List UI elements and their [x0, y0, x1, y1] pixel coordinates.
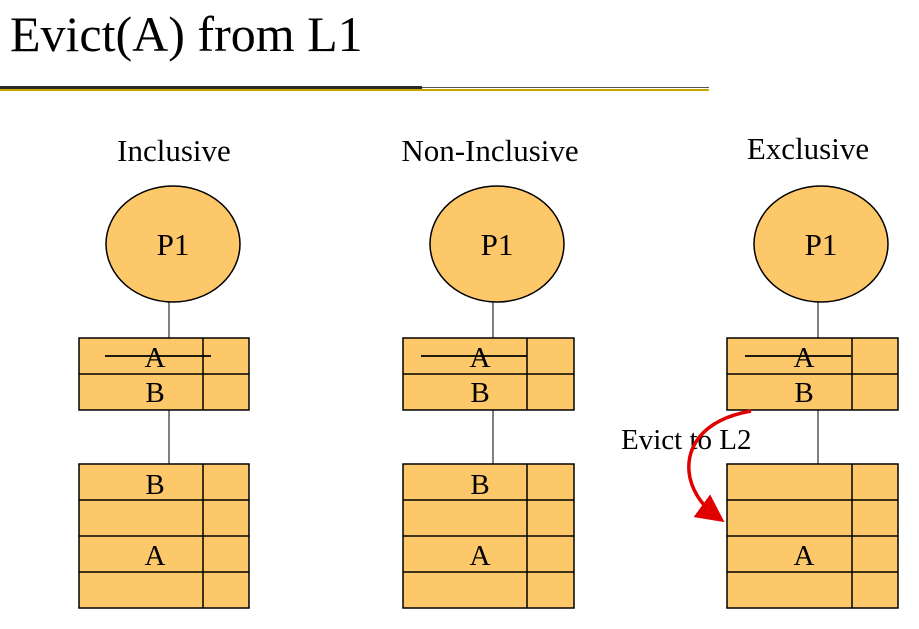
l2-row-1: B [470, 469, 489, 501]
l2-row-3: A [794, 540, 815, 572]
evict-annotation: Evict to L2 [621, 424, 751, 456]
processor-node [105, 185, 241, 303]
l1-row-2: B [145, 377, 164, 409]
l2-cache: B A [78, 463, 250, 609]
l1-row-1: A [470, 342, 491, 374]
title-divider-thin [422, 87, 709, 88]
processor-label: P1 [481, 227, 514, 262]
l1-cache: A B [78, 337, 250, 411]
evict-arrow [687, 409, 752, 523]
title-divider-accent [0, 89, 709, 91]
l1-row-2: B [794, 377, 813, 409]
processor-label: P1 [805, 227, 838, 262]
processor-label: P1 [157, 227, 190, 262]
l1-cache: A B [726, 337, 899, 411]
column-label-non-inclusive: Non-Inclusive [401, 133, 578, 168]
column-non-inclusive: Non-Inclusive P1 A B B A [401, 133, 579, 609]
l1-row-2: B [470, 377, 489, 409]
l1-row-1: A [145, 342, 166, 374]
l2-row-3: A [470, 540, 491, 572]
column-label-inclusive: Inclusive [117, 133, 231, 168]
title-divider [0, 86, 422, 89]
l1-cache: A B [402, 337, 575, 411]
column-label-exclusive: Exclusive [747, 131, 869, 166]
l2-row-3: A [145, 540, 166, 572]
l1-row-1: A [794, 342, 815, 374]
processor-node [753, 185, 889, 303]
l2-cache: A [726, 463, 899, 609]
processor-node [429, 185, 565, 303]
l2-cache: B A [402, 463, 575, 609]
column-exclusive: Exclusive P1 A B A Evict to L2 [621, 131, 899, 609]
column-inclusive: Inclusive P1 A B B A [78, 133, 250, 609]
page-title: Evict(A) from L1 [10, 6, 363, 62]
l2-row-1: B [145, 469, 164, 501]
